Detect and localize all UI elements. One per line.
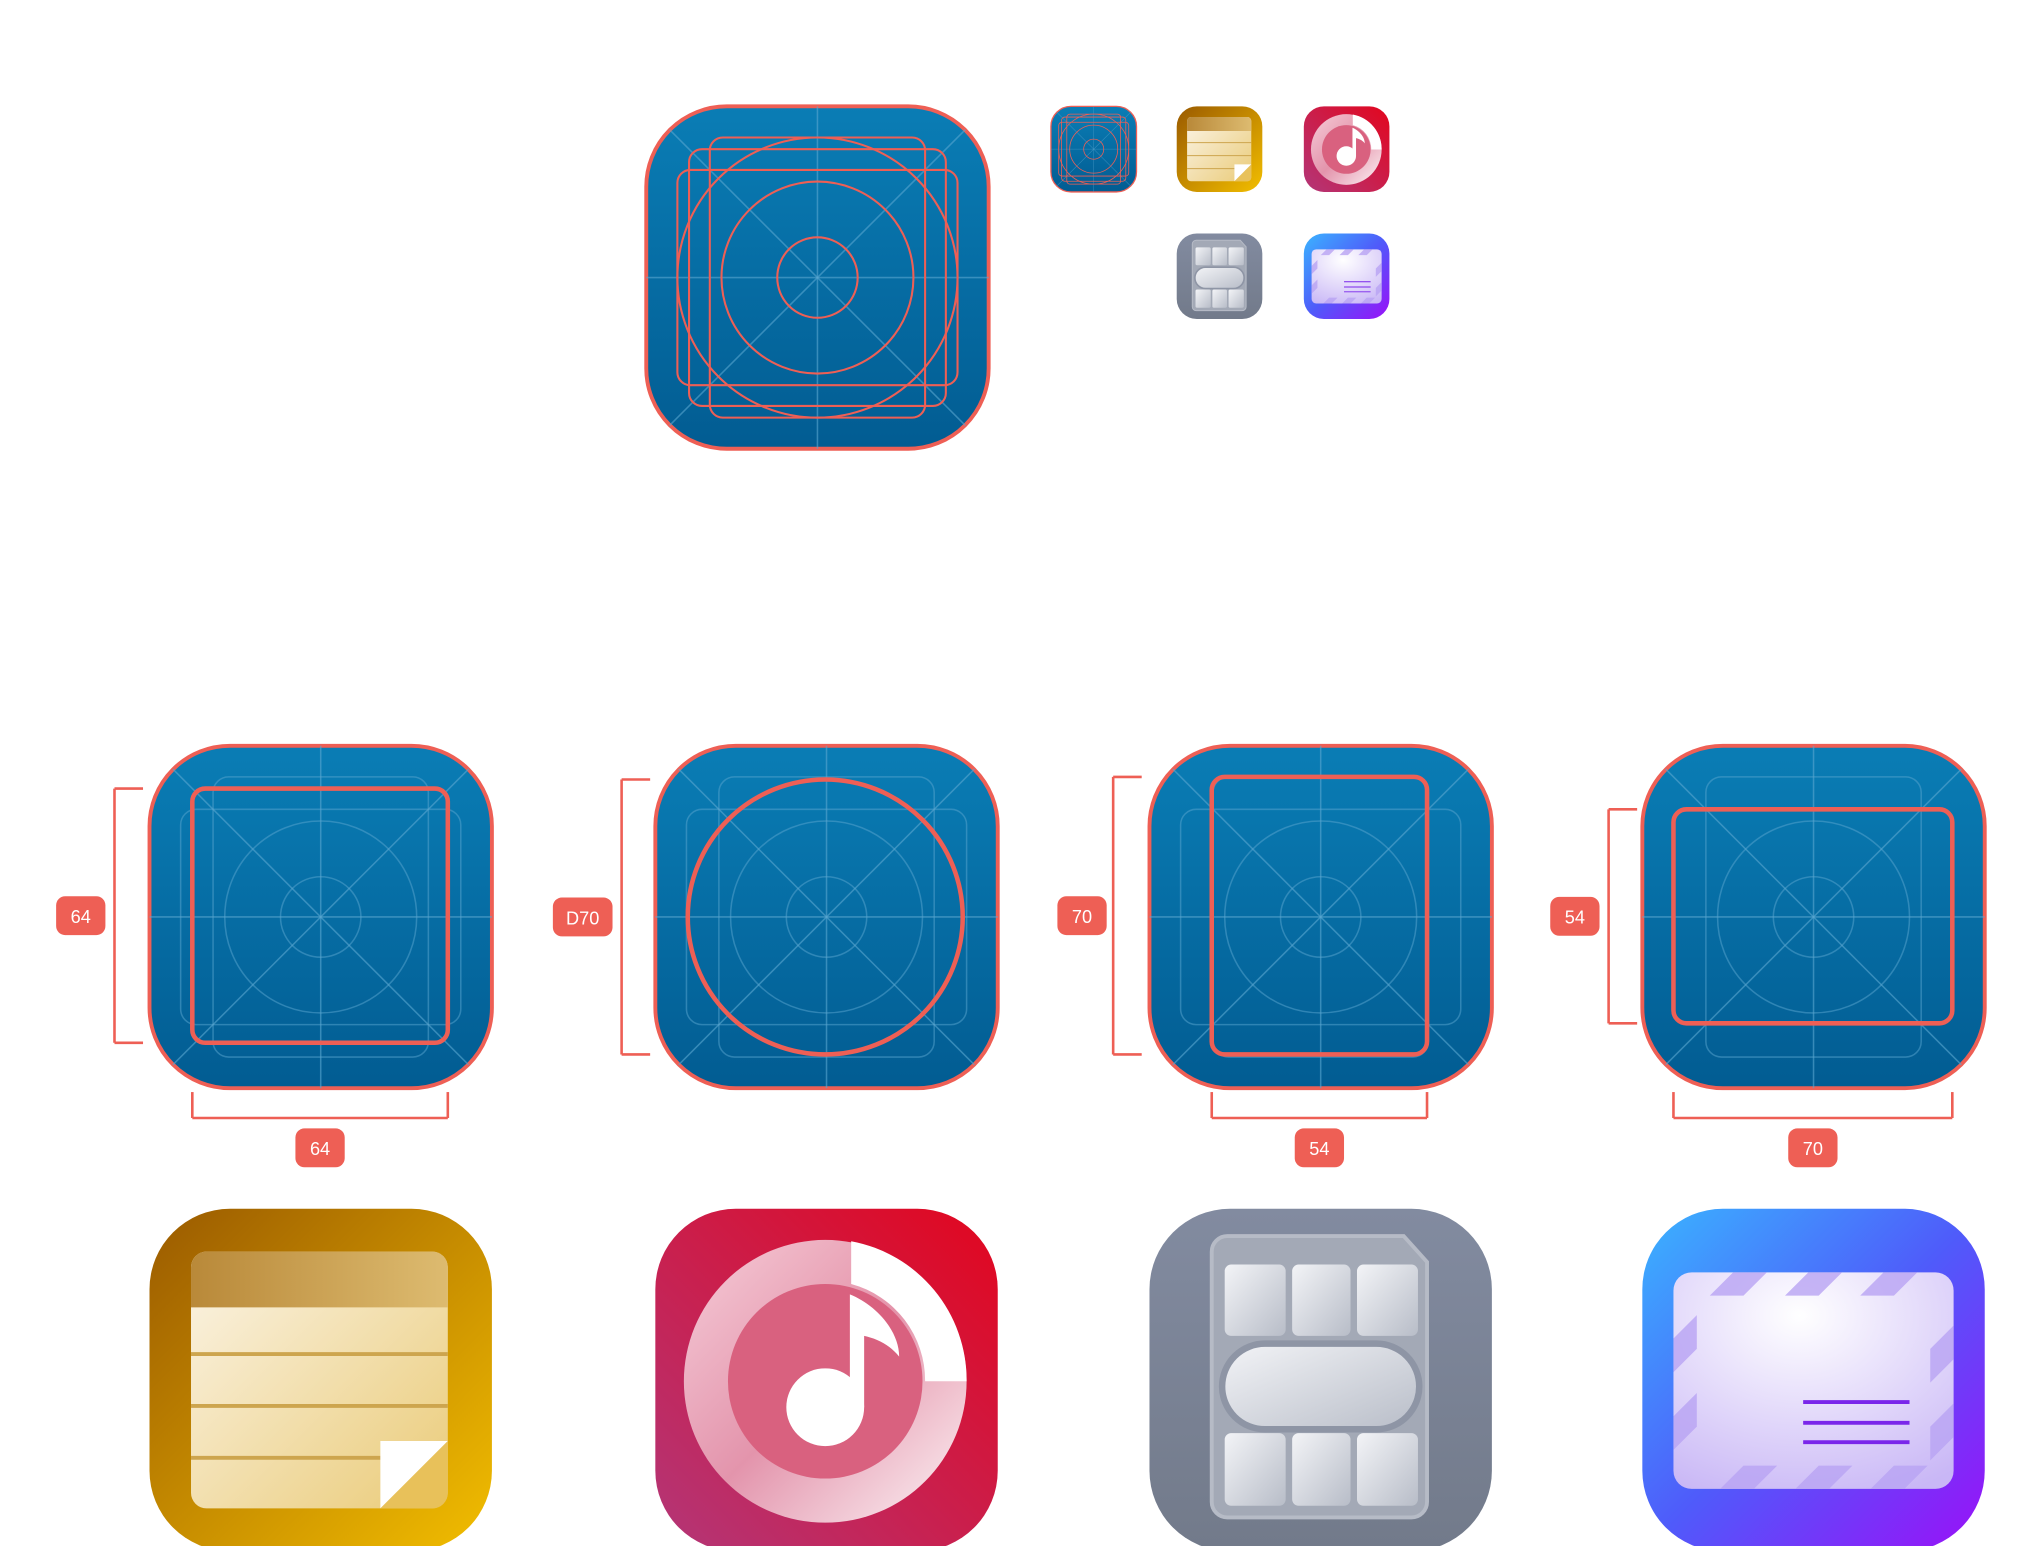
- template-landscape: [1640, 743, 1987, 1091]
- template-icon-small: [1050, 105, 1138, 193]
- guide-circle: [1772, 875, 1855, 958]
- guide-circle: [1223, 820, 1418, 1014]
- keyline-portrait: [708, 136, 927, 419]
- dimension-label: D70: [566, 908, 599, 928]
- guide-circle: [279, 875, 362, 958]
- dimension-label: 70: [1072, 907, 1092, 927]
- keyline-square-highlight: [190, 786, 451, 1046]
- keyline-square: [1061, 116, 1127, 182]
- grid-line: [172, 768, 470, 1066]
- template-portrait: [1147, 743, 1494, 1091]
- guide-circle: [729, 820, 924, 1014]
- template-circle: [653, 743, 1000, 1091]
- music-icon: [655, 1208, 998, 1546]
- guide-circle: [785, 875, 868, 958]
- mail-icon-small: [1303, 232, 1390, 320]
- music-icon-small: [1303, 106, 1390, 192]
- guide-landscape: [1179, 808, 1462, 1026]
- dimension-badge: [1788, 1128, 1838, 1168]
- dimension-label: 54: [1565, 908, 1585, 928]
- template-square: [147, 743, 494, 1091]
- keyline-square: [688, 148, 947, 407]
- dimension-badge: [56, 896, 106, 936]
- keyline-circle: [720, 180, 915, 375]
- guide-circle: [1716, 820, 1911, 1014]
- master-icon-template: [644, 104, 991, 451]
- keyline-portrait-highlight: [1209, 774, 1430, 1057]
- keyline-landscape-highlight: [1671, 807, 1955, 1026]
- keyline-circle: [776, 236, 859, 319]
- dimension-label: 64: [71, 907, 91, 927]
- sim-card-icon-small: [1175, 232, 1264, 320]
- dimension-badge: [295, 1128, 345, 1168]
- notes-icon-small: [1176, 105, 1263, 193]
- guide-circle: [223, 820, 418, 1014]
- sim-card-icon: [1149, 1209, 1491, 1546]
- grid-line: [1172, 768, 1470, 1066]
- dimension-badge: [1550, 896, 1600, 936]
- dimension-label: 54: [1309, 1139, 1329, 1159]
- dimension-label: 64: [310, 1139, 330, 1159]
- keyline-landscape: [1058, 121, 1130, 177]
- notes-icon: [147, 1206, 494, 1546]
- dimension-badge: [552, 897, 613, 937]
- guide-portrait: [718, 776, 935, 1058]
- keyline-landscape: [676, 168, 959, 387]
- keyline-circle: [1083, 138, 1105, 160]
- grid-line: [1665, 768, 1962, 1066]
- dimension-badge: [1294, 1128, 1345, 1168]
- mail-icon: [1640, 1206, 1987, 1546]
- keyline-circle-highlight: [685, 777, 965, 1057]
- keyline-portrait: [1066, 113, 1122, 185]
- dimension-badge: [1057, 896, 1107, 936]
- guide-portrait: [212, 776, 430, 1058]
- guide-landscape: [179, 808, 462, 1026]
- dimension-label: 70: [1803, 1139, 1823, 1159]
- keyline-circle: [1069, 124, 1119, 174]
- guide-circle: [1279, 875, 1362, 958]
- guide-portrait: [1705, 776, 1922, 1058]
